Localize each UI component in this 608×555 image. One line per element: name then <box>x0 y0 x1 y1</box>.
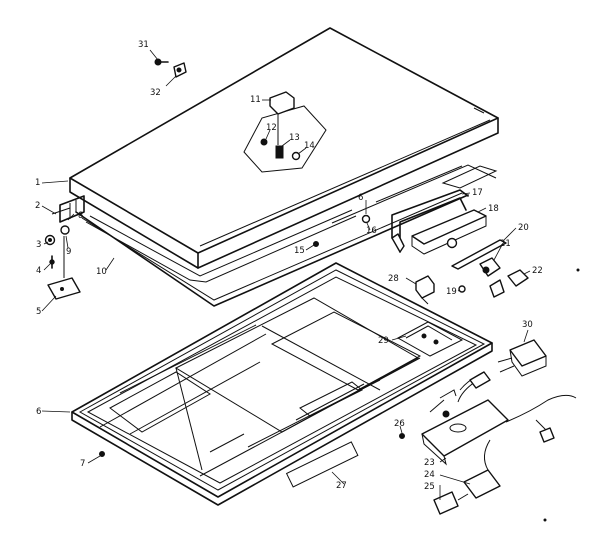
callout-32: 32 <box>150 88 161 98</box>
callout-1: 1 <box>35 178 40 188</box>
callout-5: 5 <box>36 307 41 317</box>
screw-and-clip-31-32 <box>154 58 187 78</box>
callout-labels: 31 32 11 12 13 14 1 2 3 4 5 6 7 8 9 10 1… <box>35 40 543 492</box>
callout-21: 21 <box>500 239 511 249</box>
handle-assembly <box>391 189 507 270</box>
callout-8: 8 <box>78 211 83 221</box>
callout-18: 18 <box>488 204 499 214</box>
stray-dot <box>576 268 580 272</box>
bracket-23 <box>421 394 577 471</box>
leader-lines <box>41 49 531 500</box>
wiring-harness <box>429 371 491 418</box>
screw-26 <box>399 433 405 439</box>
callout-15: 15 <box>294 246 305 256</box>
callout-19: 19 <box>446 287 457 297</box>
callout-26: 26 <box>394 419 405 429</box>
callout-27: 27 <box>336 481 347 491</box>
callout-6: 6 <box>36 407 41 417</box>
callout-3: 3 <box>36 240 41 250</box>
callout-9: 9 <box>66 247 71 257</box>
callout-12: 12 <box>266 123 277 133</box>
callout-11: 11 <box>250 95 261 105</box>
label-plate-27 <box>285 441 359 488</box>
callout-2: 2 <box>35 201 40 211</box>
callout-22: 22 <box>532 266 543 276</box>
callout-7: 7 <box>80 459 85 469</box>
center-bracket <box>243 91 327 173</box>
screw-15 <box>313 241 319 247</box>
callout-20: 20 <box>518 223 529 233</box>
callout-24: 24 <box>424 470 435 480</box>
callout-30: 30 <box>522 320 533 330</box>
washer-16 <box>361 214 371 224</box>
callout-6b: 6 <box>358 193 363 203</box>
callout-25: 25 <box>424 482 435 492</box>
callout-13: 13 <box>289 133 300 143</box>
fuse-24-25 <box>433 469 501 515</box>
callout-28: 28 <box>388 274 399 284</box>
lid-assembly <box>59 27 499 307</box>
callout-16: 16 <box>366 226 377 236</box>
cabinet-body <box>71 262 493 506</box>
callout-17: 17 <box>472 188 483 198</box>
callout-23: 23 <box>424 458 435 468</box>
callout-10: 10 <box>96 267 107 277</box>
callout-29: 29 <box>378 336 389 346</box>
callout-31: 31 <box>138 40 149 50</box>
switch-30 <box>497 339 547 377</box>
callout-14: 14 <box>304 141 315 151</box>
plug-28 <box>415 275 435 305</box>
left-hinge-hardware <box>44 207 81 300</box>
callout-4: 4 <box>36 266 41 276</box>
stray-dot <box>543 518 547 522</box>
lock-parts-19-21-22 <box>458 257 529 298</box>
